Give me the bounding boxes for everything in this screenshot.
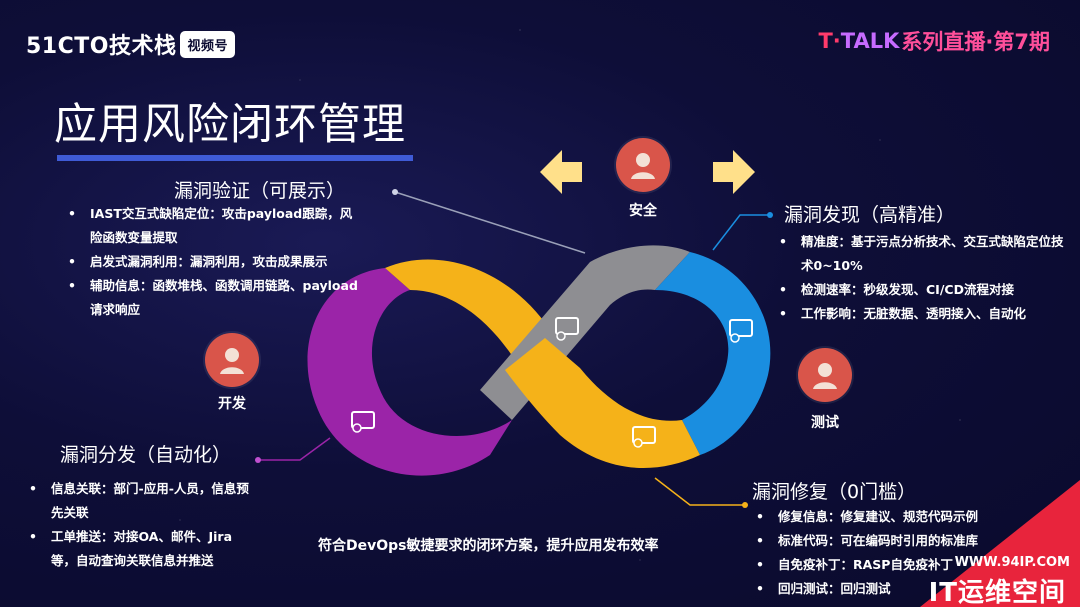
logo-text: 51CTO技术栈 bbox=[26, 34, 177, 59]
brand-logo: 51CTO技术栈 视频号 bbox=[26, 28, 235, 60]
list-item: 检测速率：秒级发现、CI/CD流程对接 bbox=[775, 278, 1065, 302]
arrow-right-icon bbox=[713, 150, 755, 194]
title-underline bbox=[57, 155, 413, 161]
heading-fix: 漏洞修复（0门槛） bbox=[752, 481, 917, 503]
connector-dispatch bbox=[258, 437, 331, 461]
list-dispatch: 信息关联：部门-应用-人员，信息预先关联 工单推送：对接OA、邮件、Jira等，… bbox=[25, 477, 255, 573]
page-title: 应用风险闭环管理 bbox=[54, 100, 406, 150]
heading-discover: 漏洞发现（高精准） bbox=[784, 204, 956, 226]
watermark-triangle bbox=[920, 480, 1080, 607]
series-part1: T· bbox=[818, 29, 841, 53]
list-item: 精准度：基于污点分析技术、交互式缺陷定位技术0~10% bbox=[775, 230, 1065, 278]
list-item: 辅助信息：函数堆栈、函数调用链路、payload请求响应 bbox=[64, 274, 364, 322]
segment-fix bbox=[505, 338, 700, 469]
role-security: 安全 bbox=[629, 203, 657, 219]
list-item: 修复信息：修复建议、规范代码示例 bbox=[752, 505, 1072, 529]
segment-verify-top bbox=[385, 259, 550, 368]
list-item: 标准代码：可在编码时引用的标准库 bbox=[752, 529, 1072, 553]
logo-badge: 视频号 bbox=[180, 30, 235, 58]
list-fix: 修复信息：修复建议、规范代码示例 标准代码：可在编码时引用的标准库 自免疫补丁：… bbox=[752, 505, 1072, 601]
wallet-icon-yellow bbox=[632, 426, 656, 448]
watermark-url: WWW.94IP.COM bbox=[954, 555, 1070, 570]
series-title: T· TALK 系列直播·第7期 bbox=[818, 26, 1050, 56]
summary-text: 符合DevOps敏捷要求的闭环方案，提升应用发布效率 bbox=[318, 538, 659, 554]
list-verify: IAST交互式缺陷定位：攻击payload跟踪，风险函数变量提取 启发式漏洞利用… bbox=[64, 202, 364, 322]
arrow-left-icon bbox=[540, 150, 582, 194]
connector-fix bbox=[654, 477, 745, 506]
list-item: 回归测试：回归测试 bbox=[752, 577, 1072, 601]
heading-dispatch: 漏洞分发（自动化） bbox=[60, 444, 232, 466]
wallet-icon-purple bbox=[351, 411, 375, 433]
role-test: 测试 bbox=[811, 415, 839, 431]
list-item: 自免疫补丁：RASP自免疫补丁 bbox=[752, 553, 1072, 577]
role-dev: 开发 bbox=[218, 396, 246, 412]
person-icon-security bbox=[616, 138, 670, 192]
wallet-icon-gray bbox=[555, 317, 579, 341]
list-item: 信息关联：部门-应用-人员，信息预先关联 bbox=[25, 477, 255, 525]
person-icon-test bbox=[798, 348, 852, 402]
heading-verify: 漏洞验证（可展示） bbox=[174, 180, 346, 202]
series-part2: TALK bbox=[840, 29, 900, 53]
watermark-text: IT运维空间 bbox=[928, 578, 1066, 607]
connector-verify bbox=[394, 191, 586, 254]
list-item: 工作影响：无脏数据、透明接入、自动化 bbox=[775, 302, 1065, 326]
person-icon-dev bbox=[205, 333, 259, 387]
list-discover: 精准度：基于污点分析技术、交互式缺陷定位技术0~10% 检测速率：秒级发现、CI… bbox=[775, 230, 1065, 326]
wallet-icon-blue bbox=[729, 319, 753, 343]
connector-discover bbox=[712, 214, 770, 251]
list-item: 启发式漏洞利用：漏洞利用，攻击成果展示 bbox=[64, 250, 364, 274]
series-part3: 系列直播·第7期 bbox=[901, 30, 1050, 54]
list-item: IAST交互式缺陷定位：攻击payload跟踪，风险函数变量提取 bbox=[64, 202, 364, 250]
list-item: 工单推送：对接OA、邮件、Jira等，自动查询关联信息并推送 bbox=[25, 525, 255, 573]
segment-discover bbox=[655, 252, 771, 455]
